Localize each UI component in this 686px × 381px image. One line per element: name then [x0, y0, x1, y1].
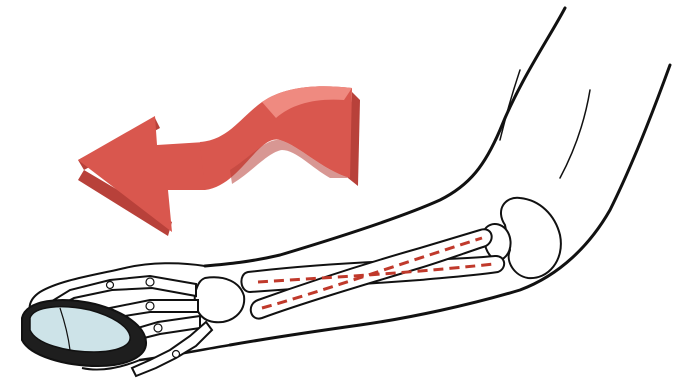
- arm-contour: [560, 90, 590, 178]
- knuckle: [107, 282, 114, 289]
- knuckle: [154, 324, 162, 332]
- knuckle: [146, 278, 154, 286]
- knuckle: [173, 351, 180, 358]
- elbow-crease: [500, 70, 520, 140]
- knuckle: [146, 302, 154, 310]
- carpal-bones: [195, 277, 244, 322]
- twisting-arrow-icon: [78, 86, 360, 236]
